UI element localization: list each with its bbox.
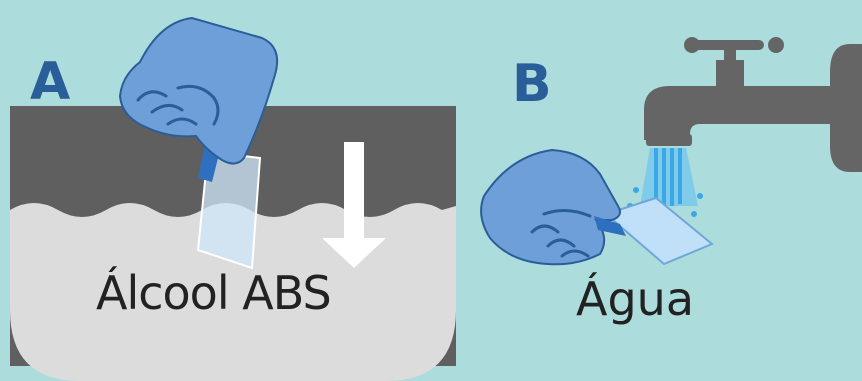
caption-water: Água xyxy=(576,272,695,326)
down-arrow-icon xyxy=(322,142,386,268)
panel-label-a: A xyxy=(30,52,71,112)
faucet-icon xyxy=(644,37,862,172)
glass-slide-icon xyxy=(603,196,714,266)
gloved-hand-icon xyxy=(480,148,626,266)
panel-label-b: B xyxy=(512,54,552,114)
gloved-hand-icon xyxy=(118,16,278,165)
caption-alcohol: Álcool ABS xyxy=(96,266,332,320)
